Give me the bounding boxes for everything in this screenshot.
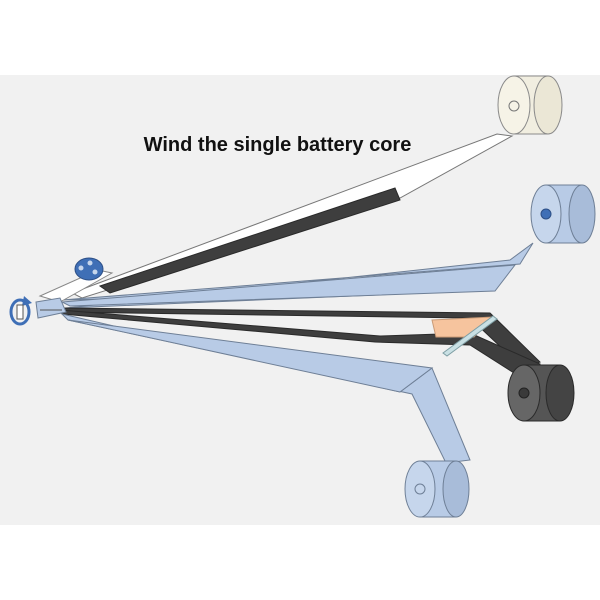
separator-bottom-roll-hub: [414, 483, 426, 495]
separator-upper-web-body: [60, 264, 517, 307]
separator-top-roll: [530, 184, 596, 244]
cathode-roll-hub: [518, 387, 530, 399]
diagram-panel: [0, 75, 600, 525]
tab-strip: [442, 315, 498, 357]
mandrel-icon: [74, 257, 104, 281]
cathode-roll: [507, 364, 575, 422]
winding-diagram: [0, 75, 600, 525]
anode-roll-hub: [508, 100, 520, 112]
separator-top-roll-hub: [540, 208, 552, 220]
separator-lower-fold: [67, 319, 434, 393]
anode-roll: [497, 75, 563, 135]
anode-web: [70, 133, 514, 299]
rotate-arrow-icon: [9, 296, 32, 326]
separator-bottom-roll: [404, 460, 470, 518]
diagram-title: Wind the single battery core: [143, 134, 412, 156]
anode-coating: [98, 187, 401, 294]
mandrel-clamp: [35, 297, 67, 319]
